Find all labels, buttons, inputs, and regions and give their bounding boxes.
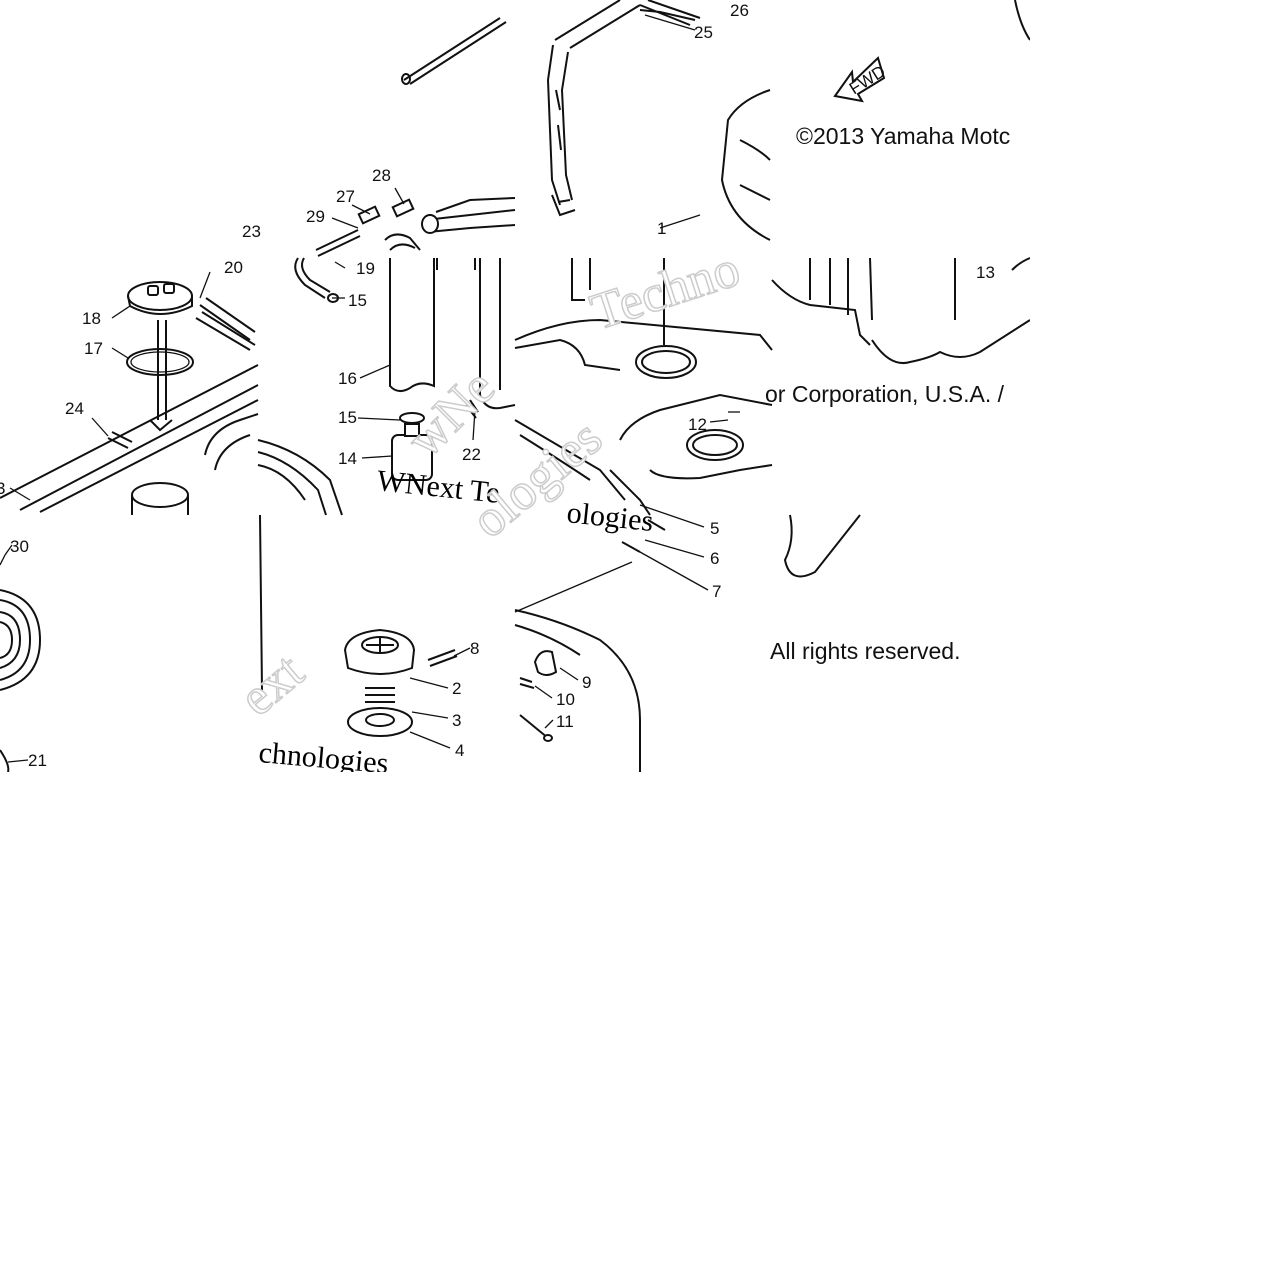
callout-7: 7: [712, 582, 721, 601]
callout-8: 8: [470, 639, 479, 658]
callout-29: 29: [306, 207, 325, 226]
callout-11: 11: [556, 712, 574, 731]
callout-6: 6: [710, 549, 719, 568]
callout-19: 19: [356, 259, 375, 278]
callout-17: 17: [84, 339, 103, 358]
copyright-line-2: or Corporation, U.S.A. /: [765, 381, 1005, 407]
callout-1: 1: [657, 219, 666, 238]
callout-28: 28: [372, 166, 391, 185]
tank-top-center: [514, 258, 773, 516]
tile-top-center: [401, 17, 507, 85]
callout-27: 27: [336, 187, 355, 206]
copyright-line-3: All rights reserved.: [770, 638, 960, 664]
callout-25: 25: [694, 23, 713, 42]
callout-24: 24: [65, 399, 84, 418]
callout-12: 12: [688, 415, 707, 434]
watermarks: Techno wNe WNext Te ologies ext chnologi…: [228, 239, 747, 780]
fuel-pump-assembly: [257, 257, 516, 516]
callout-20: 20: [224, 258, 243, 277]
tank-body-upper: [659, 0, 1031, 241]
blank-margin-bottom: [0, 772, 1285, 1285]
callout-5: 5: [710, 519, 719, 538]
callout-21: 21: [28, 751, 47, 770]
callout-3: 3: [452, 711, 461, 730]
callout-30: 30: [10, 537, 29, 556]
tank-outline-left: [0, 554, 42, 773]
fuel-cap-assembly: [259, 514, 458, 737]
callout-10: 10: [556, 690, 575, 709]
forward-arrow-icon: FWD: [833, 56, 889, 103]
tank-bottom-center: [514, 519, 666, 772]
callout-15-lower: 15: [338, 408, 357, 427]
hose-fittings: [315, 197, 516, 257]
callout-numbers: 1 2 3 4 5 6 7 8 9 10 11 12 13 14 15 15 1…: [0, 1, 995, 770]
tank-body-side: [771, 257, 1031, 578]
tank-strap: [546, 0, 701, 217]
callout-9: 9: [582, 673, 591, 692]
callout-16: 16: [338, 369, 357, 388]
callout-15-upper: 15: [348, 291, 367, 310]
watermark-ext: ext: [229, 642, 315, 727]
callout-13: 13: [976, 263, 995, 282]
callout-18: 18: [82, 309, 101, 328]
tank-edge-left: [0, 364, 259, 515]
callout-14: 14: [338, 449, 357, 468]
callout-26: 26: [730, 1, 749, 20]
clip-24: [91, 417, 133, 449]
callout-2: 2: [452, 679, 461, 698]
copyright-notice: ©2013 Yamaha Motc or Corporation, U.S.A.…: [765, 123, 1010, 664]
callout-4: 4: [455, 741, 464, 760]
sender-unit: [126, 281, 256, 432]
callout-3-edge: 3: [0, 479, 5, 498]
callout-22: 22: [462, 445, 481, 464]
copyright-line-1: ©2013 Yamaha Motc: [796, 123, 1010, 149]
leader-lines: [4, 14, 729, 763]
callout-23: 23: [242, 222, 261, 241]
